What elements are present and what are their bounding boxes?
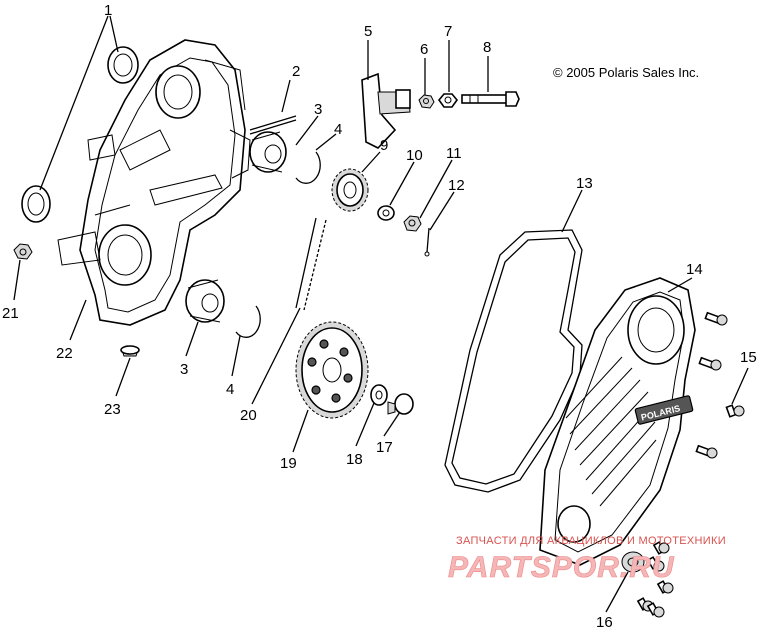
callout-8: 8 (483, 39, 491, 56)
callout-13: 13 (576, 175, 593, 192)
callout-14: 14 (686, 261, 703, 278)
bolt-8 (461, 91, 520, 107)
callout-16: 16 (596, 614, 613, 628)
callout-11: 11 (446, 145, 462, 162)
callout-20: 20 (240, 407, 257, 424)
oil-seal-upper (107, 46, 139, 84)
driven-sprocket-19 (295, 321, 369, 419)
copyright-text: © 2005 Polaris Sales Inc. (553, 65, 699, 80)
callout-15: 15 (740, 349, 757, 366)
cotter-pin-12 (424, 227, 430, 257)
watermark-line1: ЗАПЧАСТИ ДЛЯ АКВАЦИКЛОВ И МОТОТЕХНИКИ (456, 535, 726, 547)
chaincase-housing (57, 39, 251, 326)
bearing-lower (185, 279, 225, 323)
dowel-pin-2 (249, 115, 297, 135)
washer-18 (370, 384, 388, 406)
callout-4-upper: 4 (334, 121, 342, 138)
nut-6 (418, 94, 435, 109)
cover-gasket-13 (444, 229, 583, 493)
callout-12: 12 (448, 177, 465, 194)
drive-sprocket-9 (331, 168, 369, 212)
callout-1: 1 (104, 2, 112, 19)
callout-21: 21 (2, 305, 19, 322)
callout-4-lower: 4 (226, 381, 234, 398)
callout-19: 19 (280, 455, 297, 472)
oil-seal-lower (21, 185, 51, 223)
callout-3-upper: 3 (314, 101, 322, 118)
callout-18: 18 (346, 451, 363, 468)
washer-nut-7 (437, 93, 459, 108)
callout-7: 7 (444, 23, 452, 40)
drive-chain-20 (295, 217, 327, 311)
callout-23: 23 (104, 401, 121, 418)
drain-plug-23 (120, 345, 140, 357)
callout-22: 22 (56, 345, 73, 362)
callout-3-lower: 3 (180, 361, 188, 378)
chain-tensioner-5 (361, 72, 411, 149)
plug-17 (387, 393, 414, 415)
bearing-upper (249, 131, 287, 173)
leader-lines (13, 15, 749, 613)
hex-nut-21 (13, 243, 33, 260)
callout-9: 9 (380, 137, 388, 154)
oil-seal-16 (621, 551, 645, 573)
washer-10 (377, 205, 395, 221)
callout-6: 6 (420, 41, 428, 58)
callout-5: 5 (364, 23, 372, 40)
nut-11 (403, 215, 422, 232)
chaincase-cover-14: POLARIS (539, 277, 696, 566)
cover-bolts-15 (636, 311, 745, 618)
callout-2: 2 (292, 63, 300, 80)
callout-17: 17 (376, 439, 393, 456)
snap-ring-upper (295, 151, 321, 184)
callout-10: 10 (406, 147, 423, 164)
watermark-line2: PARTSPOR.RU (448, 551, 675, 584)
snap-ring-lower (235, 305, 261, 338)
watermark: ЗАПЧАСТИ ДЛЯ АКВАЦИКЛОВ И МОТОТЕХНИКИ PA… (448, 535, 726, 584)
